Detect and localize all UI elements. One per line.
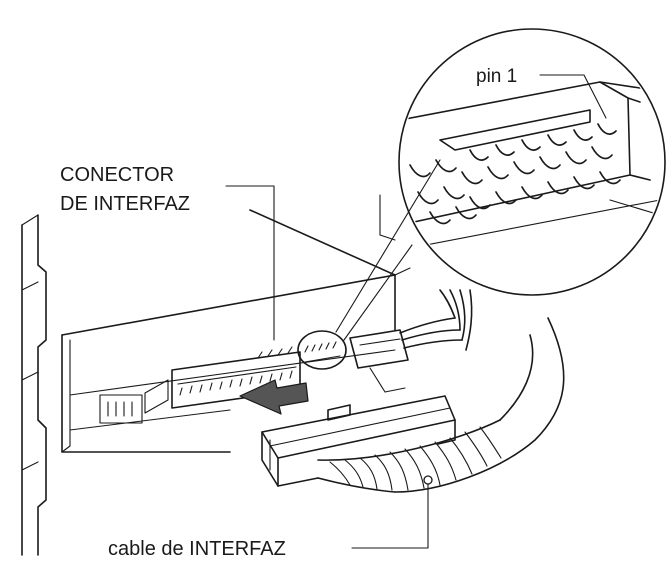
connector-label-line1: CONECTOR xyxy=(60,164,174,186)
insertion-arrow xyxy=(239,379,309,415)
jumper-block xyxy=(99,379,169,424)
power-connector xyxy=(349,289,473,393)
chassis-rail xyxy=(21,214,47,556)
ribbon-cable-plug xyxy=(261,395,456,487)
cable-leader-line xyxy=(351,483,429,549)
connector-label-line2: DE INTERFAZ xyxy=(60,193,190,215)
leader-lines xyxy=(225,74,607,549)
pin-label: pin 1 xyxy=(476,66,517,87)
pin-leader-line xyxy=(539,74,607,119)
connector-leader-line xyxy=(225,185,275,341)
pin-detail-circle xyxy=(297,330,347,370)
cable-label: cable de INTERFAZ xyxy=(108,538,286,560)
ribbon-cable xyxy=(317,317,565,493)
cable-label-dot xyxy=(423,475,433,485)
magnified-connector xyxy=(401,81,661,251)
magnifier xyxy=(335,28,666,341)
